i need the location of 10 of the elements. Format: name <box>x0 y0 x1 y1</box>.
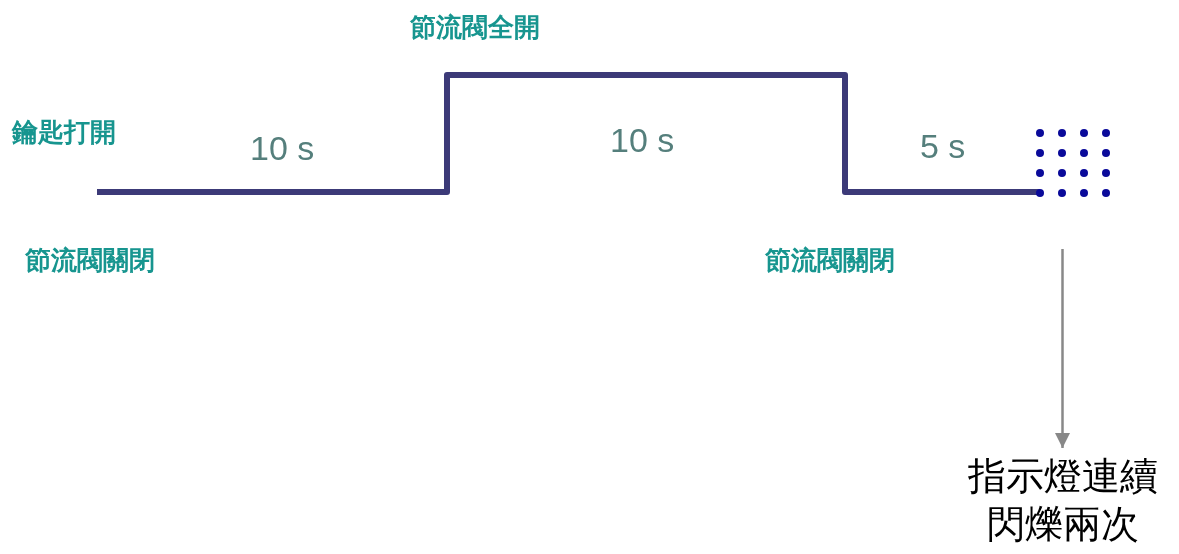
result-text: 指示燈連續閃爍兩次 <box>950 452 1175 550</box>
state-label: 節流閥全開 <box>410 12 540 44</box>
duration-label: 10 s <box>250 128 315 169</box>
state-label: 鑰匙打開 <box>12 117 116 149</box>
dot-grid-icon <box>1034 127 1112 199</box>
state-label: 節流閥關閉 <box>765 245 895 277</box>
duration-label: 10 s <box>610 120 675 161</box>
duration-label: 5 s <box>920 126 966 167</box>
state-label: 節流閥關閉 <box>25 245 155 277</box>
arrow <box>1055 249 1070 448</box>
